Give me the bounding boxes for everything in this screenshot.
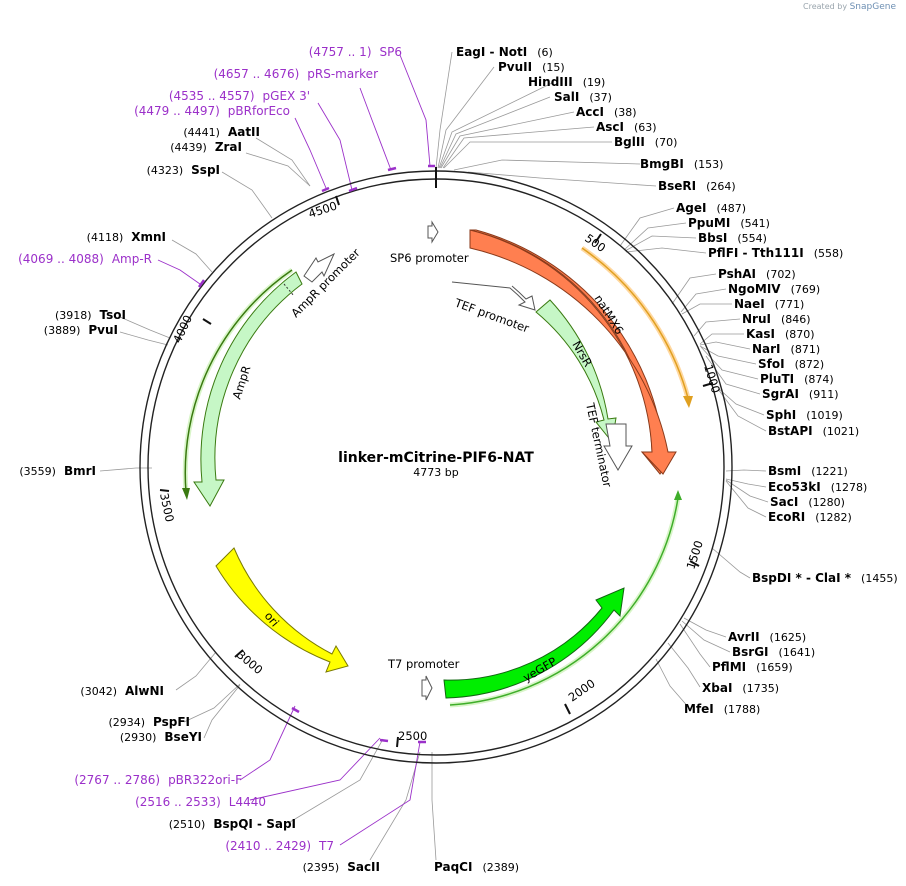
primer-leaders	[157, 54, 431, 846]
tick-label-1500: 1500	[684, 539, 706, 571]
enzyme-label: EcoRI(1282)	[768, 510, 852, 524]
enzyme-label: SgrAI(911)	[762, 387, 839, 401]
enzyme-label: SalI(37)	[554, 90, 612, 104]
tick-label-4500: 4500	[307, 198, 339, 220]
credit-prefix: Created by	[803, 2, 848, 11]
primer-label: (2767 .. 2786)pBR322ori-F	[74, 773, 242, 787]
enzyme-label: NruI(846)	[742, 312, 811, 326]
yeGFP-track-head	[674, 490, 682, 500]
enzyme-label: XbaI(1735)	[702, 681, 779, 695]
primer-label: (2516 .. 2533)L4440	[135, 795, 266, 809]
plasmid-length: 4773 bp	[413, 466, 458, 479]
enzyme-label: HindIII(19)	[528, 75, 605, 89]
enzyme-label: PshAI(702)	[718, 267, 796, 281]
backbone	[139, 167, 733, 764]
SP6-promoter-arrow	[427, 220, 439, 244]
primer-label: (4757 .. 1)SP6	[309, 45, 402, 59]
natMX6-arrow-body	[469, 229, 677, 475]
enzyme-label: (3889)PvuI	[44, 323, 118, 337]
enzyme-label: SfoI(872)	[758, 357, 824, 371]
enzyme-label: BsrGI(1641)	[732, 645, 815, 659]
credit: Created by SnapGene	[803, 2, 896, 12]
primer-label: (4069 .. 4088)Amp-R	[18, 252, 152, 266]
tick-label-4000: 4000	[170, 313, 195, 345]
yeGFP-arrow	[443, 587, 625, 699]
enzyme-label: (2934)PspFI	[108, 715, 190, 729]
enzyme-label: (4441)AatII	[183, 125, 260, 139]
tick-label-2500: 2500	[398, 729, 427, 743]
enzyme-label: PflMI(1659)	[712, 660, 793, 674]
enzyme-label: AccI(38)	[576, 105, 637, 119]
yeGFP-track	[449, 497, 681, 708]
primer-marks	[197, 164, 435, 744]
enzyme-label: (3559)BmrI	[19, 464, 96, 478]
primer-label: (4479 .. 4497)pBRforEco	[134, 104, 290, 118]
enzyme-label: (4118)XmnI	[87, 230, 166, 244]
enzyme-label: AgeI(487)	[676, 201, 746, 215]
enzyme-label: PluTI(874)	[760, 372, 834, 386]
enzyme-label: BsmI(1221)	[768, 464, 848, 478]
enzyme-label: BseRI(264)	[658, 179, 736, 193]
enzyme-label: BbsI(554)	[698, 231, 767, 245]
natMX6-track-head	[683, 396, 693, 408]
enzyme-label: BglII(70)	[614, 135, 677, 149]
tick-label-3000: 3000	[234, 648, 265, 678]
T7-promoter-arrow	[421, 675, 433, 701]
T7-promoter-label: T7 promoter	[387, 657, 460, 671]
enzyme-label: (4323)SspI	[147, 163, 220, 177]
primer-labels: (4757 .. 1)SP6 (4657 .. 4676)pRS-marker …	[18, 45, 402, 853]
SP6-promoter-label: SP6 promoter	[390, 251, 469, 265]
enzyme-label: KasI(870)	[746, 327, 815, 341]
enzyme-label: PpuMI(541)	[688, 216, 770, 230]
enzyme-label: PflFI - Tth111I(558)	[708, 246, 843, 260]
enzyme-label: SphI(1019)	[766, 408, 843, 422]
enzyme-label: BmgBI(153)	[640, 157, 723, 171]
plasmid-name: linker-mCitrine-PIF6-NAT	[338, 450, 534, 466]
natMX6-track	[580, 245, 691, 399]
AmpR-track-head	[182, 488, 190, 500]
enzyme-label: PvuII(15)	[498, 60, 565, 74]
enzyme-label: Eco53kI(1278)	[768, 480, 867, 494]
enzyme-label: (4439)ZraI	[170, 140, 242, 154]
enzyme-label: (2510)BspQI - SapI	[169, 817, 296, 831]
left-enzymes: (4441)AatII (4439)ZraI (4323)SspI (4118)…	[19, 125, 380, 874]
enzyme-label: BstAPI(1021)	[768, 424, 859, 438]
AmpR-arrow	[193, 271, 303, 507]
AmpR-promoter-arrow	[303, 252, 336, 283]
primer-label: (4657 .. 4676)pRS-marker	[214, 67, 378, 81]
enzyme-label: (2395)SacII	[303, 860, 380, 874]
ori-arrow	[215, 547, 349, 673]
TEF-promoter-arrow	[451, 281, 536, 311]
TEF-promoter-label: TEF promoter	[452, 295, 531, 335]
enzyme-label: PaqCI(2389)	[434, 860, 519, 874]
tick-label-3500: 3500	[157, 492, 177, 524]
enzyme-label: SacI(1280)	[770, 495, 845, 509]
right-enzymes: EagI - NotI(6) PvuII(15) HindIII(19) Sal…	[434, 45, 898, 874]
enzyme-label: (3042)AlwNI	[80, 684, 164, 698]
enzyme-label: (3918)TsoI	[55, 308, 126, 322]
enzyme-label: NgoMIV(769)	[728, 282, 820, 296]
enzyme-label: AvrII(1625)	[728, 630, 806, 644]
enzyme-label: NaeI(771)	[734, 297, 804, 311]
primer-label: (2410 .. 2429)T7	[225, 839, 334, 853]
enzyme-label: (2930)BseYI	[120, 730, 202, 744]
enzyme-label: BspDI * - ClaI *(1455)	[752, 571, 898, 585]
tick-label-2000: 2000	[566, 676, 598, 704]
enzyme-label: MfeI(1788)	[684, 702, 760, 716]
enzyme-label: NarI(871)	[752, 342, 820, 356]
tick-marks	[159, 195, 714, 748]
snapgene-logo: SnapGene	[849, 2, 896, 12]
primer-label: (4535 .. 4557)pGEX 3'	[169, 89, 310, 103]
enzyme-label: AscI(63)	[596, 120, 657, 134]
TEF-terminator-arrow	[603, 423, 633, 471]
enzyme-label: EagI - NotI(6)	[456, 45, 553, 59]
